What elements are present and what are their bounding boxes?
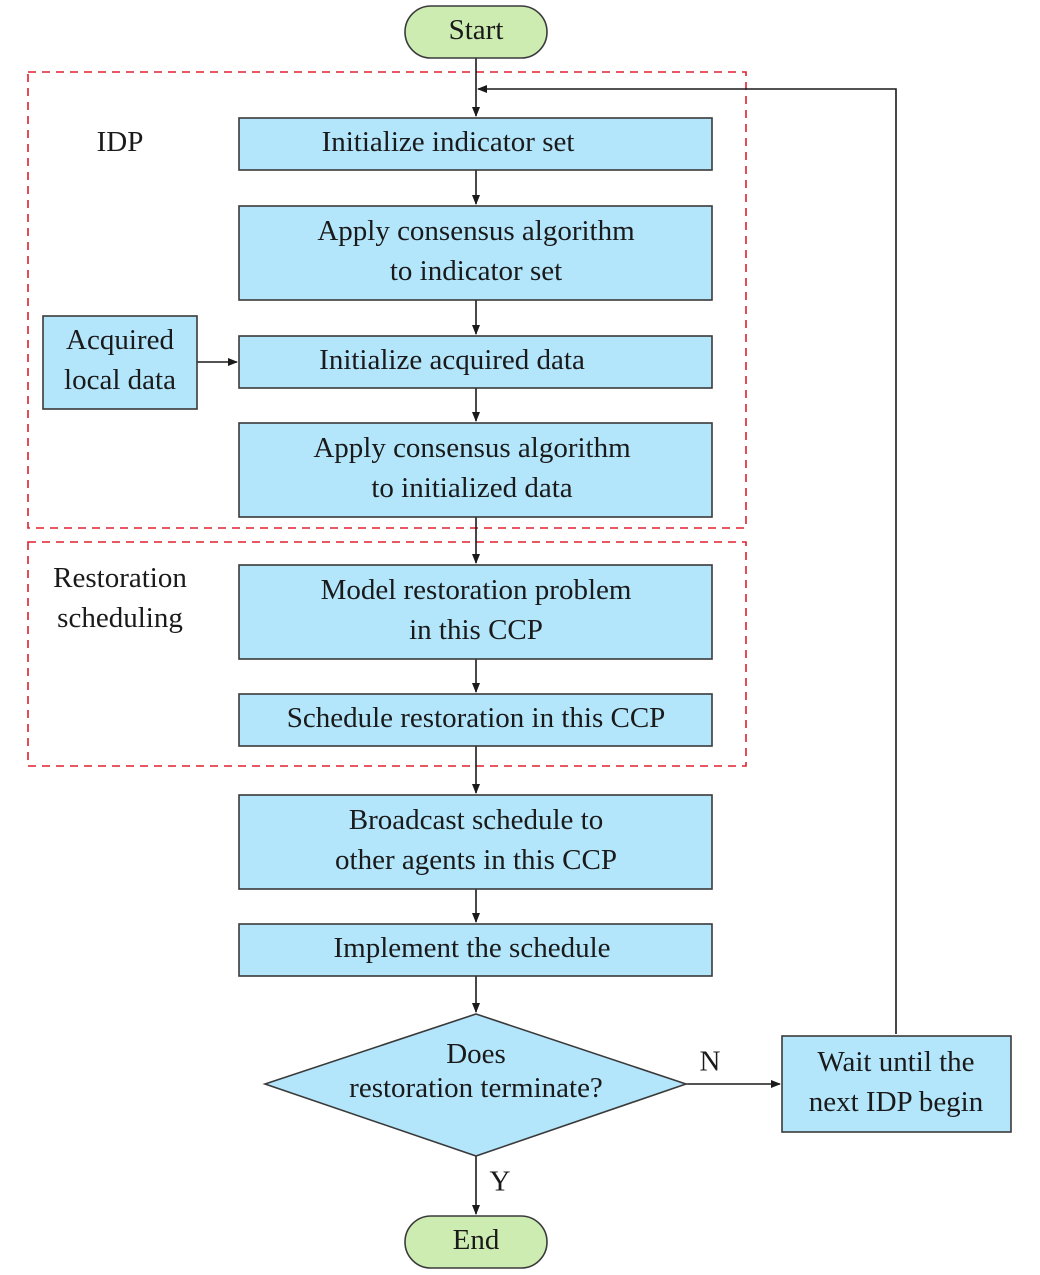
text-line: Broadcast schedule to <box>349 804 603 836</box>
implement-node <box>238 923 713 977</box>
restoration-group-label: Restoration scheduling <box>53 562 187 634</box>
text-line: Apply consensus algorithm <box>313 432 631 464</box>
acquired-local-label: Acquired local data <box>64 324 176 396</box>
text-line: in this CCP <box>409 614 543 646</box>
init-indicator-node <box>238 117 713 171</box>
start-label: Start <box>449 14 504 46</box>
text-line: to indicator set <box>390 255 562 287</box>
text-line: IDP <box>97 126 144 158</box>
init-acquired-label: Initialize acquired data <box>319 344 585 376</box>
text-line: local data <box>64 364 176 396</box>
consensus-indicator-node <box>238 205 713 301</box>
text-line: Implement the schedule <box>333 932 610 964</box>
decision-node <box>262 1013 689 1157</box>
wait-label: Wait until the next IDP begin <box>809 1046 984 1118</box>
text-line: Initialize acquired data <box>319 344 585 376</box>
idp-group-border <box>27 71 747 529</box>
text-line: Start <box>449 14 504 46</box>
text-line: restoration terminate? <box>349 1072 603 1104</box>
restoration-group-border <box>27 541 747 767</box>
consensus-initialized-label: Apply consensus algorithm to initialized … <box>313 432 631 504</box>
consensus-indicator-label: Apply consensus algorithm to indicator se… <box>317 215 635 287</box>
edge-label-no: N <box>700 1046 721 1078</box>
wait-node <box>781 1035 1012 1133</box>
schedule-restoration-label: Schedule restoration in this CCP <box>287 702 666 734</box>
text-line: next IDP begin <box>809 1086 984 1118</box>
text-line: scheduling <box>57 602 183 634</box>
connectors <box>197 58 897 1215</box>
text-line: End <box>453 1224 500 1256</box>
schedule-restoration-node <box>238 693 713 747</box>
broadcast-label: Broadcast schedule to other agents in thi… <box>335 804 617 876</box>
text-line: Wait until the <box>817 1046 974 1078</box>
edge-wait-loop-back <box>477 85 897 1034</box>
start-node <box>404 5 548 59</box>
implement-label: Implement the schedule <box>333 932 610 964</box>
text-line: Does <box>446 1038 506 1070</box>
consensus-initialized-node <box>238 422 713 518</box>
end-node <box>404 1215 548 1269</box>
model-restoration-node <box>238 564 713 660</box>
text-line: Schedule restoration in this CCP <box>287 702 666 734</box>
init-indicator-label: Initialize indicator set <box>322 126 575 158</box>
text-line: Restoration <box>53 562 187 594</box>
broadcast-node <box>238 794 713 890</box>
text-line: Model restoration problem <box>321 574 632 606</box>
text-line: Initialize indicator set <box>322 126 575 158</box>
model-restoration-label: Model restoration problem in this CCP <box>321 574 632 646</box>
text-line: Apply consensus algorithm <box>317 215 635 247</box>
text-line: other agents in this CCP <box>335 844 617 876</box>
idp-group-label: IDP <box>97 126 144 158</box>
init-acquired-node <box>238 335 713 389</box>
edge-label-yes: Y <box>490 1166 511 1198</box>
text-line: Acquired <box>66 324 174 356</box>
text-line: to initialized data <box>371 472 572 504</box>
end-label: End <box>453 1224 500 1256</box>
acquired-local-node <box>42 315 198 410</box>
